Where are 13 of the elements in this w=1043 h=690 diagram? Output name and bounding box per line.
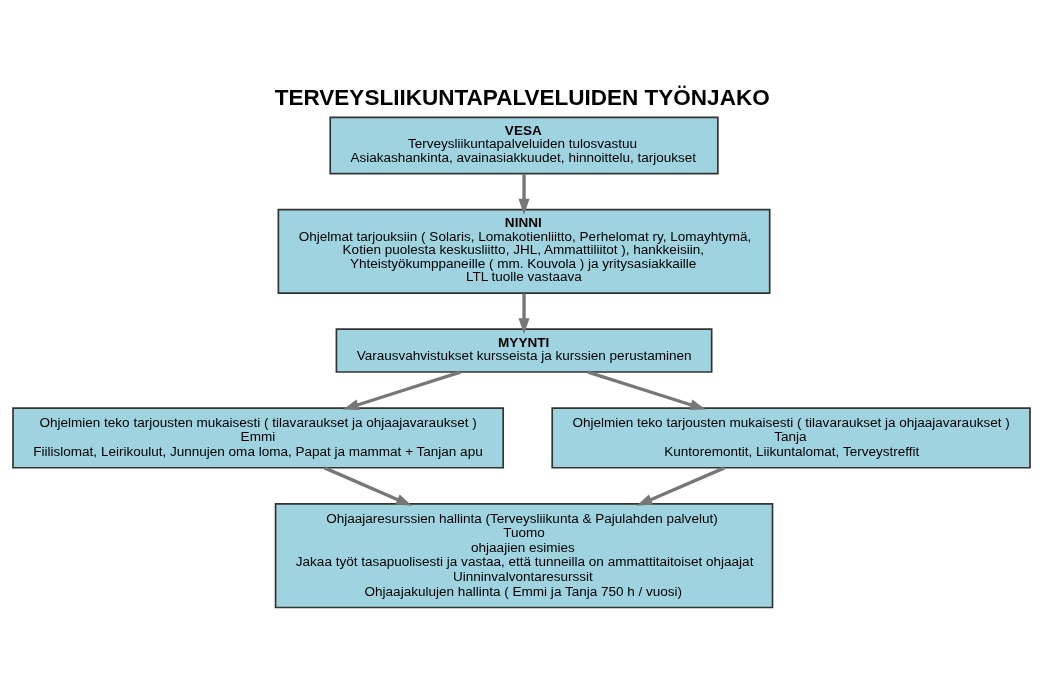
arrow [587, 369, 706, 410]
node-box: Ohjaajaresurssien hallinta (Terveysliikunta & Pajulahden palvelut) Tuomo ohjaajien esimies Jakaa työt tasapuolisesti ja vastaa, että tunneilla on ammattitaitoiset ohjaajat Uinninvalvontaresurssit Ohjaajakulujen hallinta ( Emmi ja Tanja 750 h / vuosi) [274, 502, 774, 608]
node-box: MYYNTI Varausvahvistukset kursseista ja kurssien perustaminen [335, 327, 713, 373]
arrow [518, 173, 530, 215]
diagram-title: TERVEYSLIIKUNTAPALVELUIDEN TYÖNJAKO [274, 84, 770, 110]
arrow [323, 465, 412, 506]
arrow [518, 293, 530, 334]
node-box: Ohjelmien teko tarjousten mukaisesti ( tilavaraukset ja ohjaajavaraukset ) Emmi Fiilislomat, Leirikoulut, Junnujen oma loma, Papat ja mammat + Tanjan apu [12, 406, 505, 469]
node-box: VESA Terveysliikuntapalveluiden tulosvastuu Asiakashankinta, avainasiakkuudet, hinnoittelu, tarjoukset [329, 115, 719, 174]
node-box: Ohjelmien teko tarjousten mukaisesti ( tilavaraukset ja ohjaajavaraukset ) Tanja Kuntoremontit, Liikuntalomat, Terveystreffit [551, 406, 1031, 469]
node-box: NINNI Ohjelmat tarjouksiin ( Solaris, Lomakotienliitto, Perhelomat ry, Lomayhtymä, Kotien puolesta keskusliitto, JHL, Ammattiliitot ), hankkeisiin, Yhteistyökumppaneille ( mm. Kouvola ) ja yritysasiakkaille LTL tuolle vastaava [277, 208, 771, 294]
arrow [636, 465, 726, 506]
arrow [343, 369, 461, 410]
